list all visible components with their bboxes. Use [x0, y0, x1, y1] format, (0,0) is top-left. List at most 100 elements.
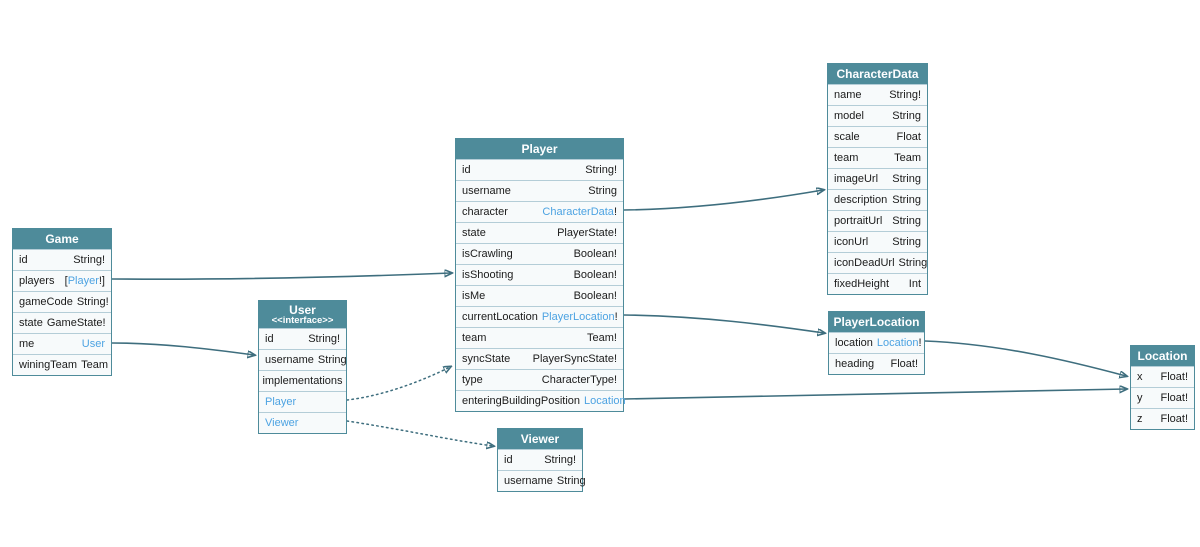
field-row-players[interactable]: players[Player!] — [13, 270, 111, 291]
type-link[interactable]: PlayerLocation — [541, 311, 615, 323]
field-name: team — [834, 152, 859, 164]
field-type: Boolean! — [574, 248, 617, 260]
type-node-header[interactable]: CharacterData — [828, 64, 927, 84]
field-name: model — [834, 110, 864, 122]
type-text: CharacterType! — [541, 374, 617, 386]
type-node-header[interactable]: PlayerLocation — [829, 312, 924, 332]
field-row-state[interactable]: state PlayerState! — [456, 222, 623, 243]
field-type: String! — [544, 454, 576, 466]
field-name: heading — [835, 358, 875, 370]
field-type: String! — [308, 333, 340, 345]
type-node-header[interactable]: User<<interface>> — [259, 301, 346, 328]
type-link[interactable]: User — [81, 338, 105, 350]
field-type: Team — [894, 152, 921, 164]
type-text: ! — [918, 337, 922, 349]
field-row-team[interactable]: team Team — [828, 147, 927, 168]
type-node-header[interactable]: Game — [13, 229, 111, 249]
field-row-model[interactable]: model String — [828, 105, 927, 126]
field-type: PlayerState! — [557, 227, 617, 239]
field-name: state — [462, 227, 486, 239]
type-link[interactable]: Player — [265, 396, 297, 408]
type-text: String! — [585, 164, 617, 176]
field-name: character — [462, 206, 508, 218]
edge-User.Viewer-to-Viewer — [346, 420, 493, 446]
type-node-header[interactable]: Viewer — [498, 429, 582, 449]
field-name: description — [834, 194, 888, 206]
field-type: String! — [77, 296, 109, 308]
type-text: Team — [894, 152, 921, 164]
field-type: Boolean! — [574, 290, 617, 302]
edge-Player.currentLocation-to-PlayerLocation — [623, 314, 824, 333]
field-type: String — [892, 110, 921, 122]
field-type: String — [892, 236, 921, 248]
type-text: String — [556, 475, 586, 487]
type-link[interactable]: CharacterData — [542, 206, 614, 218]
type-text: String — [898, 257, 928, 269]
type-node-header[interactable]: Location — [1131, 346, 1194, 366]
field-name: username — [265, 354, 314, 366]
field-name: name — [834, 89, 862, 101]
field-name: syncState — [462, 353, 511, 365]
type-link[interactable]: Location — [876, 337, 919, 349]
field-name: iconDeadUrl — [834, 257, 895, 269]
type-link[interactable]: Viewer — [265, 417, 299, 429]
field-type: Boolean! — [574, 269, 617, 281]
type-link[interactable]: Player — [67, 275, 99, 287]
type-text: ! — [613, 206, 617, 218]
type-text: Team — [81, 359, 108, 371]
type-link[interactable]: Location — [584, 395, 626, 407]
field-row-syncState[interactable]: syncState PlayerSyncState! — [456, 348, 623, 369]
type-node-title: CharacterData — [836, 67, 919, 81]
implementation-link-Player[interactable]: Player — [259, 391, 346, 412]
field-type: PlayerSyncState! — [533, 353, 617, 365]
field-type: GameState! — [47, 317, 106, 329]
field-name: state — [19, 317, 43, 329]
implementation-link-Viewer[interactable]: Viewer — [259, 412, 346, 433]
edge-User.Player-to-Player — [346, 367, 450, 401]
type-node-title: Viewer — [520, 432, 560, 446]
field-type: Float! — [1160, 371, 1188, 383]
field-name: imageUrl — [834, 173, 879, 185]
type-node-header[interactable]: Player — [456, 139, 623, 159]
field-row-state[interactable]: state GameState! — [13, 312, 111, 333]
field-row-character[interactable]: character CharacterData! — [456, 201, 623, 222]
